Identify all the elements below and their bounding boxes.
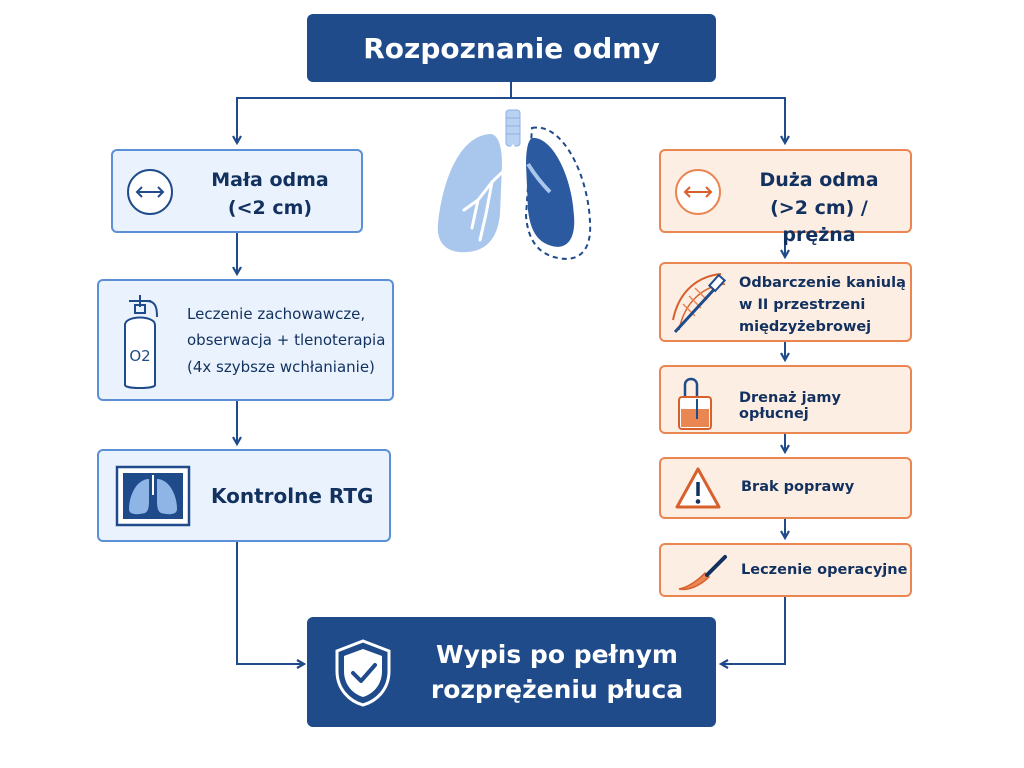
conservative-line3: (4x szybsze wchłanianie) (187, 357, 375, 376)
connector-xray-to-discharge (236, 542, 303, 664)
no-improvement-box: Brak poprawy (659, 457, 912, 519)
control-xray-label: Kontrolne RTG (211, 484, 374, 508)
large-pneumothorax-size: (>2 cm) / prężna (770, 196, 868, 247)
small-pneumothorax-title: Mała odma (211, 169, 329, 191)
size-arrows-icon (675, 169, 721, 215)
no-improvement-label: Brak poprawy (741, 479, 855, 495)
shield-check-icon (335, 639, 391, 707)
chest-drain-box: Drenaż jamy opłucnej (659, 365, 912, 434)
scalpel-icon (678, 555, 727, 591)
connector-surgery-to-discharge (722, 597, 786, 664)
drain-icon (678, 377, 712, 430)
connector-title-right (511, 97, 785, 142)
needle-line3: międzyżebrowej (739, 318, 872, 335)
control-xray-box: Kontrolne RTG (97, 449, 391, 542)
needle-decompression-box: Odbarczenie kaniulą w II przestrzeni mię… (659, 262, 912, 342)
discharge-line2: rozprężeniu płuca (430, 675, 684, 704)
small-pneumothorax-size: (<2 cm) (227, 196, 313, 219)
needle-line2: w II przestrzeni (739, 296, 866, 313)
chest-drain-label: Drenaż jamy opłucnej (739, 390, 841, 422)
title-box: Rozpoznanie odmy (307, 14, 716, 82)
conservative-line2: obserwacja + tlenoterapia (187, 331, 386, 350)
discharge-box: Wypis po pełnym rozprężeniu płuca (307, 617, 716, 727)
surgery-box: Leczenie operacyjne (659, 543, 912, 597)
large-pneumothorax-box: Duża odma (>2 cm) / prężna (659, 149, 912, 246)
connector-title-left (237, 82, 512, 142)
needle-icon (672, 273, 727, 334)
surgery-label: Leczenie operacyjne (741, 562, 908, 578)
conservative-treatment-box: O2 Leczenie zachowawcze, obserwacja + tl… (97, 279, 394, 401)
needle-line1: Odbarczenie kaniulą (739, 275, 906, 291)
oxygen-tank-icon: O2 (124, 295, 158, 389)
size-arrows-icon (127, 169, 173, 215)
small-pneumothorax-box: Mała odma (<2 cm) (111, 149, 363, 233)
title-text: Rozpoznanie odmy (363, 31, 660, 65)
xray-icon (115, 465, 191, 527)
discharge-line1: Wypis po pełnym (436, 640, 678, 669)
warning-icon (675, 467, 721, 509)
lungs-icon (437, 109, 592, 260)
conservative-line1: Leczenie zachowawcze, (187, 305, 366, 323)
large-pneumothorax-title: Duża odma (759, 169, 879, 191)
oxygen-label: O2 (129, 347, 150, 365)
